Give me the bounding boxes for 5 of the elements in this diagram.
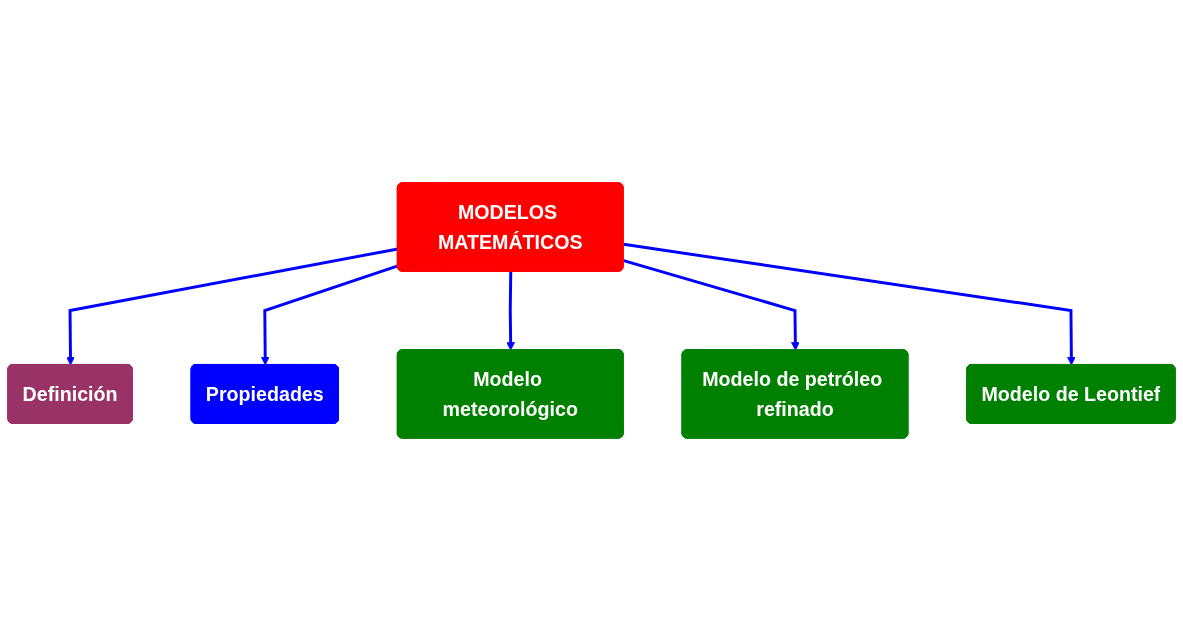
- arrow: [506, 271, 515, 351]
- arrow: [623, 242, 1076, 366]
- arrow: [66, 247, 399, 366]
- arrow: [260, 264, 399, 366]
- arrow: [623, 259, 800, 351]
